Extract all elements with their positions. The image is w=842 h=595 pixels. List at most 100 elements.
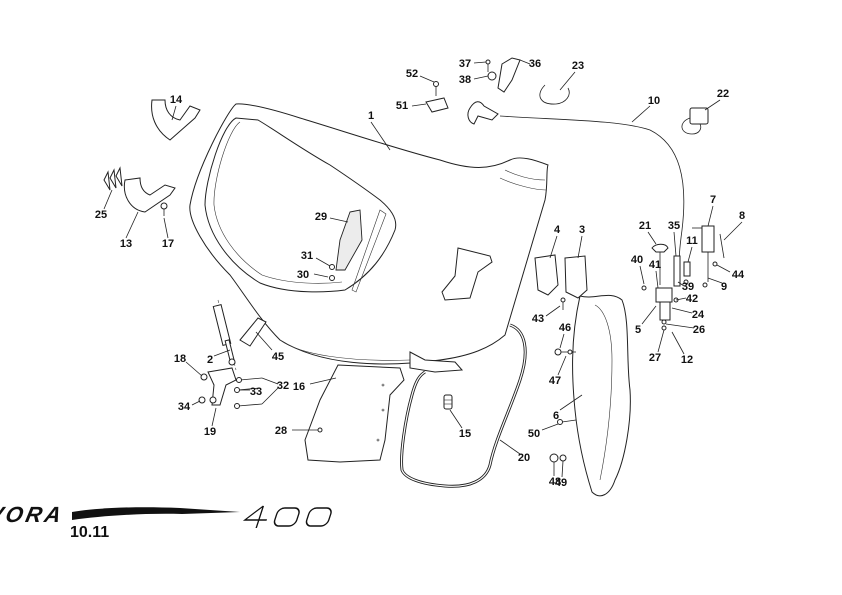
- callout-44: 44: [732, 269, 745, 281]
- leader-line-47: [557, 355, 567, 376]
- callout-33: 33: [250, 386, 262, 398]
- engine-cover-panel: [189, 103, 549, 373]
- callout-2: 2: [207, 354, 213, 366]
- leader-line-20: [499, 439, 521, 455]
- leader-line-27: [657, 329, 665, 353]
- leader-line-38: [473, 75, 489, 80]
- callout-47: 47: [549, 375, 561, 387]
- leader-line-32: [261, 377, 279, 385]
- leader-line-44: [716, 264, 731, 273]
- bracket-13: [103, 166, 176, 216]
- callout-38: 38: [459, 74, 471, 86]
- callout-25: 25: [95, 209, 107, 221]
- leader-line-29: [329, 217, 349, 223]
- callout-12: 12: [681, 354, 693, 366]
- callout-17: 17: [162, 238, 174, 250]
- callout-22: 22: [717, 88, 729, 100]
- leader-line-4: [549, 235, 558, 259]
- evora-400-logo: EVORA: [0, 502, 332, 528]
- leader-line-43: [545, 305, 561, 317]
- leader-line-32: [261, 387, 279, 405]
- callout-36: 36: [529, 58, 541, 70]
- callout-51: 51: [396, 100, 408, 112]
- callout-35: 35: [668, 220, 680, 232]
- bracket-22: [681, 107, 709, 135]
- leader-line-36: [519, 59, 531, 65]
- cable-clip-23: [539, 84, 570, 105]
- callout-21: 21: [639, 220, 651, 232]
- callout-9: 9: [721, 281, 727, 293]
- callout-27: 27: [649, 352, 661, 364]
- callout-31: 31: [301, 250, 313, 262]
- callout-11: 11: [686, 235, 698, 247]
- leader-line-50: [541, 423, 559, 431]
- callout-37: 37: [459, 58, 471, 70]
- callout-10: 10: [648, 95, 660, 107]
- lock-mechanism: [641, 243, 691, 331]
- callout-45: 45: [272, 351, 284, 363]
- leader-line-2: [213, 349, 231, 357]
- callout-16: 16: [293, 381, 305, 393]
- leader-line-21: [647, 231, 657, 245]
- page-number: 10.11: [70, 524, 110, 541]
- callout-6: 6: [553, 410, 559, 422]
- callout-8: 8: [739, 210, 745, 222]
- leader-line-37: [473, 61, 487, 64]
- svg-text:EVORA: EVORA: [0, 502, 66, 527]
- callout-23: 23: [572, 60, 584, 72]
- bump-stop-15: [443, 394, 453, 410]
- leader-line-16: [309, 377, 337, 385]
- callout-39: 39: [682, 281, 694, 293]
- callout-42: 42: [686, 293, 698, 305]
- leader-line-7: [707, 205, 714, 227]
- bracket-45: [239, 317, 267, 347]
- callout-29: 29: [315, 211, 327, 223]
- leader-line-41: [655, 270, 659, 289]
- side-panel-6: [572, 294, 631, 497]
- leader-line-8: [723, 221, 743, 241]
- leader-line-13: [125, 211, 139, 239]
- leader-line-25: [103, 189, 113, 210]
- leader-line-14: [171, 105, 177, 121]
- leader-line-18: [185, 361, 203, 377]
- callout-46: 46: [559, 322, 571, 334]
- leader-line-6: [559, 394, 583, 411]
- callout-3: 3: [579, 224, 585, 236]
- leader-line-34: [191, 400, 201, 406]
- callout-48: 48: [549, 476, 561, 488]
- leader-line-24: [671, 307, 693, 314]
- leader-line-23: [559, 71, 576, 91]
- fasteners-lower: [549, 348, 577, 463]
- callout-40: 40: [631, 254, 643, 266]
- leader-line-45: [255, 331, 273, 351]
- seal-20: [400, 323, 527, 488]
- leader-line-42: [675, 297, 687, 301]
- callout-50: 50: [528, 428, 540, 440]
- leader-line-9: [707, 277, 723, 284]
- leader-line-26: [665, 323, 695, 329]
- leader-line-35: [673, 231, 677, 257]
- callout-32: 32: [277, 380, 289, 392]
- leader-line-40: [639, 265, 645, 285]
- callout-labels: 1234567891011121314151617181920212223242…: [95, 58, 745, 489]
- callout-18: 18: [174, 353, 186, 365]
- fastener-28: [317, 427, 323, 433]
- leader-line-3: [577, 235, 583, 259]
- leader-line-15: [449, 409, 463, 429]
- leader-line-12: [671, 331, 685, 355]
- callout-28: 28: [275, 425, 287, 437]
- callout-7: 7: [710, 194, 716, 206]
- callout-30: 30: [297, 269, 309, 281]
- release-handle-36: [485, 57, 521, 93]
- callout-5: 5: [635, 324, 641, 336]
- callout-19: 19: [204, 426, 216, 438]
- callout-43: 43: [532, 313, 544, 325]
- callout-4: 4: [554, 224, 561, 236]
- callout-26: 26: [693, 324, 705, 336]
- leader-line-11: [687, 246, 693, 263]
- leader-line-22: [704, 99, 721, 111]
- callout-15: 15: [459, 428, 471, 440]
- leader-line-46: [559, 333, 565, 349]
- callout-20: 20: [518, 452, 530, 464]
